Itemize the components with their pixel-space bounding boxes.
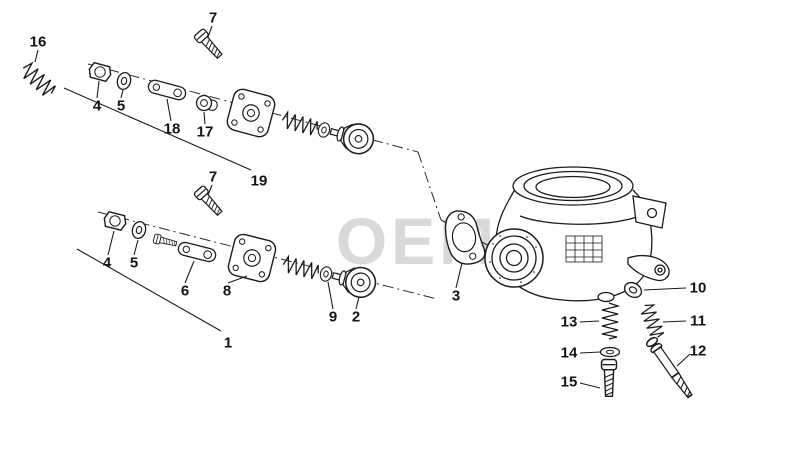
callout-7-lower: 7: [209, 169, 217, 186]
spring-13: [601, 302, 619, 340]
callout-15: 15: [561, 374, 578, 391]
callout-7-upper: 7: [209, 10, 217, 27]
callout-11: 11: [690, 313, 706, 330]
body-louvers: [565, 235, 603, 263]
screw-15: [600, 358, 618, 398]
callout-4-upper: 4: [93, 98, 102, 115]
lever-18: [146, 78, 188, 102]
washer-9: [318, 265, 334, 283]
lever-6: [176, 240, 218, 264]
callout-4-lower: 4: [103, 255, 112, 272]
spring-lower: [280, 255, 322, 281]
callout-1: 1: [224, 335, 232, 352]
washer-5-upper: [114, 70, 134, 92]
callout-5-upper: 5: [117, 98, 125, 115]
callout-10: 10: [690, 280, 707, 297]
bushing-17: [194, 93, 220, 115]
cover-plate-upper: [224, 86, 278, 140]
jet-needle-12: [644, 335, 696, 401]
upper-cover-assembly: [86, 27, 378, 158]
callout-6: 6: [181, 283, 189, 300]
callout-12: 12: [690, 343, 707, 360]
callout-19: 19: [251, 173, 268, 190]
cover-plate-8: [225, 231, 279, 285]
washer-5-lower: [129, 219, 149, 241]
spring-16: [17, 60, 59, 100]
callout-9: 9: [329, 309, 337, 326]
callout-18: 18: [164, 121, 181, 138]
diaphragm-cap-upper: [326, 116, 378, 158]
venturi-bore: [484, 228, 544, 288]
callout-17: 17: [197, 124, 214, 141]
callout-13: 13: [561, 314, 578, 331]
washer-upper-small: [316, 121, 332, 139]
callout-8: 8: [223, 283, 231, 300]
screw-7-lower: [192, 184, 226, 219]
screw-6-small: [152, 233, 178, 249]
spring-11: [637, 301, 667, 341]
callout-14: 14: [561, 345, 578, 362]
group-line-1: [76, 248, 222, 332]
callout-3: 3: [452, 288, 460, 305]
group-line-19: [63, 87, 252, 171]
callout-labels: 16 7 4 5 18 17 19 7 4 5 6 8 9 2 1 3 13 1…: [30, 10, 707, 391]
callout-16: 16: [30, 34, 47, 51]
leader-lines: [34, 25, 691, 389]
callout-5-lower: 5: [130, 255, 138, 272]
washer-14: [599, 346, 621, 358]
carburetor-body: [484, 166, 670, 303]
callout-2: 2: [352, 309, 360, 326]
